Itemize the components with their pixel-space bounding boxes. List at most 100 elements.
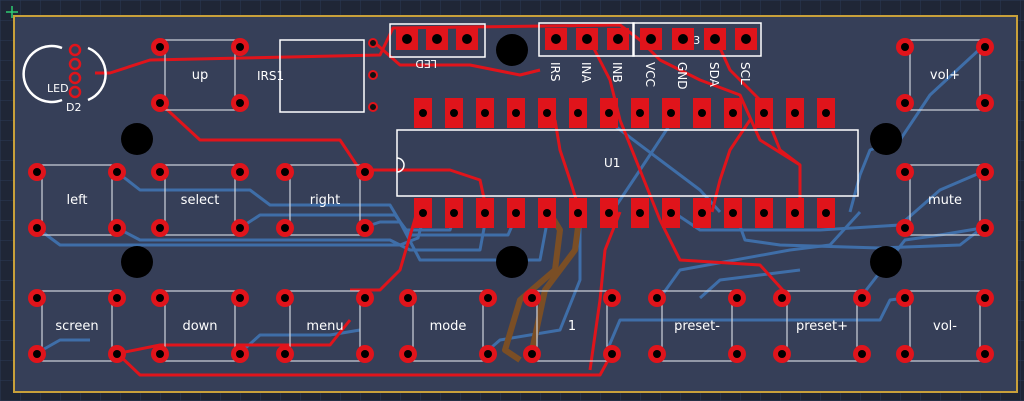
mounting-hole	[121, 246, 153, 278]
pad-drill	[710, 34, 720, 44]
pad-drill	[574, 209, 582, 217]
pad-drill	[582, 34, 592, 44]
pad-drill	[236, 99, 244, 107]
pad-drill	[113, 168, 121, 176]
pad-drill	[281, 294, 289, 302]
pad-drill	[729, 209, 737, 217]
button-up[interactable]: up	[151, 38, 249, 112]
pad-drill	[361, 168, 369, 176]
pad-drill	[778, 350, 786, 358]
pad-drill	[636, 109, 644, 117]
pad-drill	[512, 109, 520, 117]
bottom-traces	[36, 45, 984, 355]
button-label: preset-	[674, 319, 720, 334]
pad-drill	[281, 224, 289, 232]
button-label: screen	[55, 319, 98, 334]
button-label: select	[181, 193, 220, 208]
button-label: down	[182, 319, 217, 334]
pad-drill	[156, 168, 164, 176]
led-header-label: LED	[415, 57, 437, 70]
pad-drill	[450, 109, 458, 117]
pad-drill	[574, 109, 582, 117]
pad-drill	[404, 294, 412, 302]
button-vol-minus[interactable]: vol-	[896, 289, 994, 363]
button-preset-minus[interactable]: preset-	[648, 289, 746, 363]
pad-drill	[156, 294, 164, 302]
pad-drill	[733, 294, 741, 302]
pad-drill	[901, 99, 909, 107]
button-label: mute	[928, 193, 962, 208]
button-select[interactable]: select	[151, 163, 249, 237]
pad-drill	[646, 34, 656, 44]
pad-drill	[667, 109, 675, 117]
mounting-holes	[121, 34, 902, 278]
button-label: vol+	[930, 68, 960, 83]
pad-drill	[636, 209, 644, 217]
button-down[interactable]: down	[151, 289, 249, 363]
pad-drill	[236, 294, 244, 302]
pad-drill	[450, 209, 458, 217]
pad-drill	[113, 294, 121, 302]
pad-drill	[760, 209, 768, 217]
ir-sensor-ref: IRS1	[257, 69, 284, 83]
pad-drill	[698, 209, 706, 217]
button-label: left	[66, 193, 87, 208]
pad-drill	[729, 109, 737, 117]
pad-drill	[236, 224, 244, 232]
pad-drill	[608, 294, 616, 302]
button-left[interactable]: left	[28, 163, 126, 237]
pad-drill	[551, 34, 561, 44]
pad-drill	[481, 109, 489, 117]
pad-drill	[113, 224, 121, 232]
led-header: LED	[389, 23, 486, 70]
pad-drill	[33, 350, 41, 358]
pad-drill	[156, 224, 164, 232]
ic-u1: U1	[396, 98, 859, 228]
pad-drill	[361, 224, 369, 232]
button-screen[interactable]: screen	[28, 289, 126, 363]
origin-marker	[6, 6, 18, 18]
pad-drill	[822, 209, 830, 217]
pad-drill	[605, 209, 613, 217]
button-label: 1	[568, 319, 576, 334]
button-mode[interactable]: mode	[399, 289, 497, 363]
header-pin-label: SCL	[738, 62, 752, 85]
pad-drill	[653, 350, 661, 358]
pad-drill	[156, 99, 164, 107]
pad-drill	[33, 168, 41, 176]
pad-drill	[678, 34, 688, 44]
button-label: mode	[430, 319, 467, 334]
led-d2: LED D2	[22, 43, 107, 114]
pad-drill	[484, 350, 492, 358]
button-mute[interactable]: mute	[896, 163, 994, 237]
header-pin-label: GND	[675, 62, 689, 90]
button-label: right	[310, 193, 341, 208]
pad-drill	[791, 109, 799, 117]
pad-drill	[156, 43, 164, 51]
pad-drill	[543, 209, 551, 217]
button-menu[interactable]: menu	[276, 289, 374, 363]
pad-drill	[484, 294, 492, 302]
button-right[interactable]: right	[276, 163, 374, 237]
ic-u1-ref: U1	[604, 156, 620, 170]
pad-drill	[236, 43, 244, 51]
pad-drill	[236, 168, 244, 176]
pad-drill	[858, 350, 866, 358]
pad-drill	[981, 99, 989, 107]
pad-drill	[741, 34, 751, 44]
pad-drill	[419, 209, 427, 217]
pad-drill	[901, 224, 909, 232]
pad-drill	[605, 109, 613, 117]
button-vol-plus[interactable]: vol+	[896, 38, 994, 112]
pad-drill	[236, 350, 244, 358]
pad-drill	[281, 350, 289, 358]
pad-drill	[481, 209, 489, 217]
pad-drill	[698, 109, 706, 117]
pad-drill	[858, 294, 866, 302]
button-one[interactable]: 1	[523, 289, 621, 363]
button-label: preset+	[796, 319, 848, 334]
button-preset-plus[interactable]: preset+	[773, 289, 871, 363]
pad-drill	[791, 209, 799, 217]
pad-drill	[667, 209, 675, 217]
pad-drill	[404, 350, 412, 358]
